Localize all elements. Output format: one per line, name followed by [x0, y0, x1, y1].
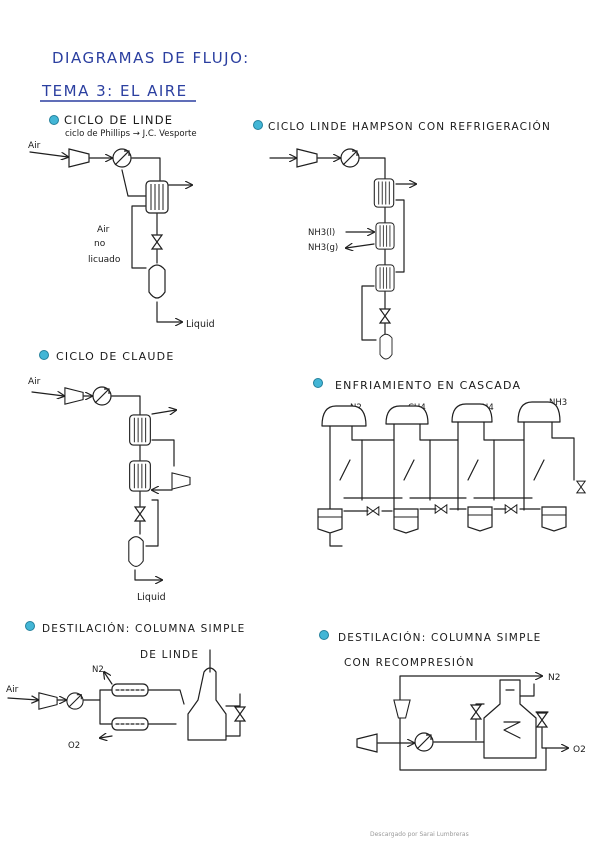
cooler-icon: [340, 148, 360, 168]
distillation-column-icon: [483, 679, 537, 759]
air-label: Air: [28, 141, 41, 151]
section-title-line2: CON RECOMPRESIÓN: [344, 656, 475, 669]
evaporator-icon: [541, 506, 567, 532]
cooler-icon: [92, 386, 112, 406]
section-linde: CICLO DE LINDE ciclo de Phillips → J.C. …: [28, 113, 215, 330]
bullet-icon: [49, 115, 59, 125]
page-title: DIAGRAMAS DE FLUJO:: [52, 49, 250, 67]
compressor-icon: [64, 387, 84, 405]
expansion-valve-icon: [379, 308, 391, 324]
cooler-icon: [414, 732, 434, 752]
expansion-valve-icon: [151, 234, 163, 250]
section-title: CICLO LINDE HAMPSON CON REFRIGERACIÓN: [268, 120, 551, 133]
expansion-valve-icon: [536, 712, 548, 728]
expansion-valve-icon: [576, 480, 586, 494]
expansion-valve-icon: [504, 504, 518, 514]
section-distill-recomp: DESTILACIÓN: COLUMNA SIMPLE CON RECOMPRE…: [319, 630, 586, 771]
expansion-valve-icon: [366, 506, 380, 516]
heat-exchanger-icon: [145, 180, 169, 214]
liquid-label: Liquid: [186, 319, 215, 330]
n2-label: N2: [92, 665, 104, 675]
evaporator-icon: [317, 508, 343, 534]
cascade-diagram: [317, 401, 586, 547]
linde-hampson-diagram: [269, 148, 416, 360]
bullet-icon: [25, 621, 35, 631]
compressor-icon: [38, 692, 58, 710]
o2-label: O2: [68, 741, 80, 751]
nh3-liquid-label: NH3(l): [308, 228, 335, 238]
distill-recomp-diagram: [356, 676, 568, 771]
compressor-icon: [68, 148, 90, 168]
expansion-valve-icon: [470, 704, 482, 720]
heat-exchanger-icon: [129, 414, 151, 446]
linde-diagram: [29, 148, 192, 322]
page-subtitle: TEMA 3: EL AIRE: [41, 82, 188, 100]
not-liquefied-label: licuado: [88, 255, 121, 265]
bullet-icon: [39, 350, 49, 360]
not-liquefied-label: Air: [97, 225, 110, 235]
expansion-valve-icon: [434, 504, 448, 514]
section-claude: CICLO DE CLAUDE Air Liquid: [28, 350, 191, 603]
distill-simple-diagram: [7, 649, 246, 741]
air-label: Air: [28, 377, 41, 387]
not-liquefied-label: no: [94, 239, 106, 249]
heat-exchanger-icon: [373, 178, 395, 208]
expansion-valve-icon: [134, 506, 146, 522]
expander-icon: [171, 472, 191, 490]
evaporator-icon: [393, 508, 419, 534]
separator-tank-icon: [148, 264, 166, 299]
nh3-label: NH3: [549, 398, 567, 408]
section-cascade: ENFRIAMIENTO EN CASCADA N2 CH4 CH4 NH3: [313, 378, 586, 547]
n2-label: N2: [548, 673, 560, 683]
o2-label: O2: [573, 745, 586, 755]
section-distill-simple: DESTILACIÓN: COLUMNA SIMPLE DE LINDE Air…: [6, 621, 246, 751]
cooler-icon: [112, 148, 132, 168]
section-title: DESTILACIÓN: COLUMNA SIMPLE: [338, 631, 542, 644]
heat-exchanger-icon: [375, 264, 395, 292]
section-subtitle: ciclo de Phillips → J.C. Vesporte: [65, 129, 197, 139]
claude-diagram: [31, 386, 191, 580]
expansion-valve-icon: [234, 706, 246, 722]
compressor-icon: [356, 733, 378, 753]
footer-text: Descargado por Sarai Lumbreras: [370, 831, 469, 838]
distillation-column-icon: [187, 667, 227, 741]
section-title: CICLO DE LINDE: [64, 113, 173, 127]
section-title: ENFRIAMIENTO EN CASCADA: [335, 379, 521, 392]
section-title: CICLO DE CLAUDE: [56, 350, 174, 363]
bullet-icon: [319, 630, 329, 640]
evaporator-icon: [467, 506, 493, 532]
nh3-gas-label: NH3(g): [308, 243, 338, 253]
separator-tank-icon: [379, 333, 393, 360]
ammonia-exchanger-icon: [375, 222, 395, 250]
section-title-line2: DE LINDE: [140, 649, 199, 661]
liquid-label: Liquid: [137, 592, 166, 603]
cooler-icon: [66, 692, 84, 710]
heat-exchanger-icon: [129, 460, 151, 492]
recompressor-icon: [393, 699, 411, 719]
section-linde-hampson: CICLO LINDE HAMPSON CON REFRIGERACIÓN NH…: [253, 120, 551, 360]
bullet-icon: [313, 378, 323, 388]
compressor-icon: [296, 148, 318, 168]
bullet-icon: [253, 120, 263, 130]
separator-tank-icon: [128, 536, 144, 567]
air-label: Air: [6, 685, 19, 695]
section-title: DESTILACIÓN: COLUMNA SIMPLE: [42, 622, 246, 635]
